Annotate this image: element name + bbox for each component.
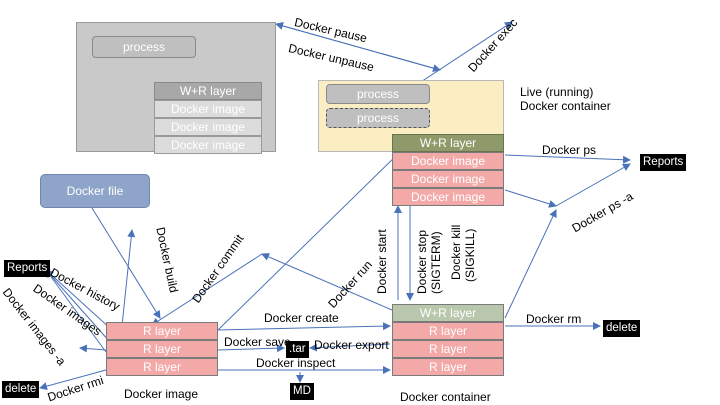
- arrow-images-a: [45, 269, 107, 353]
- arrow-ps-a: [504, 189, 557, 208]
- cmd-save: Docker save: [224, 335, 291, 349]
- arrow-create: [217, 322, 391, 331]
- delete-left: delete: [2, 381, 40, 398]
- arrow-unpause: [275, 22, 441, 71]
- dockerfile-box: Docker file: [40, 174, 150, 208]
- arrow-save: [217, 344, 285, 353]
- arrow-run: [217, 151, 401, 331]
- cmd-stop-sig: (SIGTERM): [429, 231, 443, 294]
- tar-output: .tar: [286, 341, 309, 358]
- paused-image-1: Docker image: [154, 100, 262, 118]
- cmd-kill: Docker kill: [449, 224, 463, 280]
- paused-image-3: Docker image: [154, 136, 262, 154]
- cmd-kill-sig: (SIGKILL): [463, 228, 477, 282]
- container-caption: Docker container: [400, 390, 491, 404]
- arrow-rmi-2: [79, 344, 107, 353]
- running-label-2: Docker container: [520, 99, 611, 113]
- delete-right: delete: [603, 320, 641, 337]
- cmd-rm: Docker rm: [526, 312, 582, 326]
- running-image-1: Docker image: [392, 152, 504, 170]
- cmd-create: Docker create: [264, 311, 339, 325]
- arrow-commit-2: [151, 253, 263, 326]
- arrow-history: [45, 269, 113, 331]
- container-r-layer-3: R layer: [392, 358, 504, 376]
- running-process-1: process: [326, 84, 430, 104]
- arrow-images: [45, 269, 111, 343]
- paused-wr-layer: W+R layer: [154, 82, 262, 100]
- container-r-layer-1: R layer: [392, 322, 504, 340]
- reports-left: Reports: [4, 260, 51, 277]
- image-r-layer-1: R layer: [106, 322, 218, 340]
- md-output: MD: [290, 383, 314, 400]
- arrow-rm-to-psa: [504, 209, 557, 319]
- container-r-layer-2: R layer: [392, 340, 504, 358]
- running-image-3: Docker image: [392, 188, 504, 206]
- image-r-layer-2: R layer: [106, 340, 218, 358]
- running-label-1: Live (running): [520, 85, 594, 99]
- arrow-commit: [261, 253, 393, 311]
- cmd-export: Docker export: [314, 338, 389, 352]
- running-image-2: Docker image: [392, 170, 504, 188]
- container-wr-layer: W+R layer: [392, 304, 504, 322]
- cmd-start: Docker start: [375, 229, 389, 294]
- arrow-ps: [504, 154, 631, 164]
- cmd-ps: Docker ps: [542, 143, 597, 157]
- paused-process: process: [92, 36, 196, 58]
- image-r-layer-3: R layer: [106, 358, 218, 376]
- reports-right: Reports: [640, 154, 687, 171]
- arrow-build: [91, 207, 161, 319]
- image-caption: Docker image: [124, 387, 199, 401]
- paused-image-2: Docker image: [154, 118, 262, 136]
- running-wr-layer: W+R layer: [392, 134, 504, 152]
- cmd-inspect: Docker inspect: [256, 356, 336, 370]
- arrow-ps-a-2: [555, 163, 631, 207]
- running-process-2: process: [326, 108, 430, 128]
- arrow-export: [309, 343, 391, 352]
- cmd-stop: Docker stop: [415, 229, 429, 294]
- arrow-rmi: [39, 369, 107, 391]
